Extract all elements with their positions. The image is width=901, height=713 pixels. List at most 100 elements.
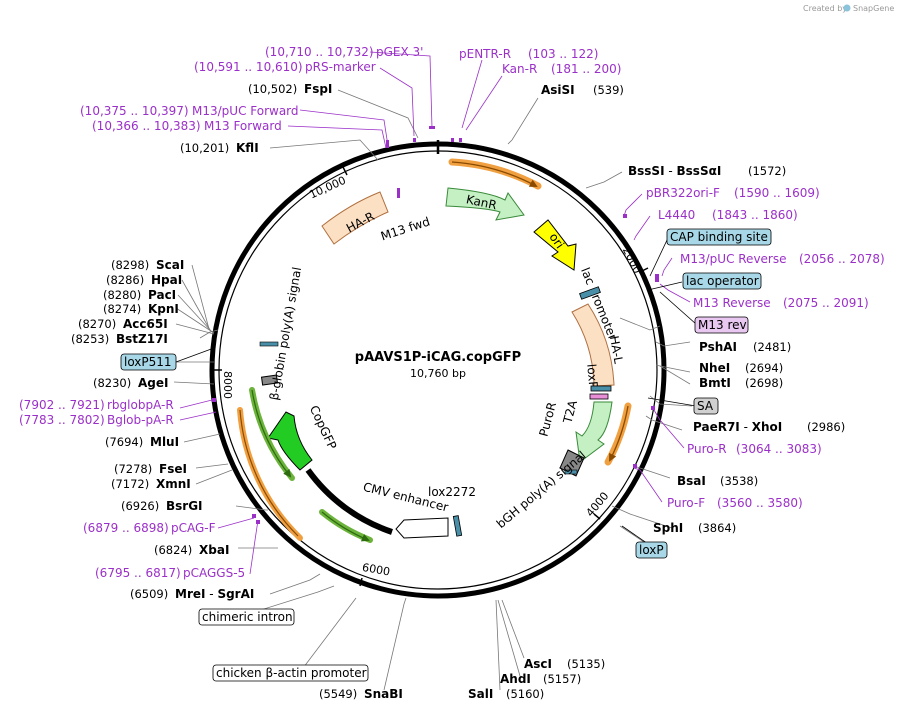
primer-m13-puc-reverse[interactable]: M13/pUC Reverse (2056 .. 2078) xyxy=(680,252,885,266)
svg-text:(10,375 .. 10,397): (10,375 .. 10,397) xyxy=(80,104,189,118)
primer-m13-reverse[interactable]: M13 Reverse (2075 .. 2091) xyxy=(693,296,869,310)
primer-kan-r[interactable]: Kan-R (181 .. 200) xyxy=(502,62,621,76)
svg-text:(2481): (2481) xyxy=(753,340,791,354)
svg-text:chicken β-actin promoter: chicken β-actin promoter xyxy=(216,666,367,680)
site-acc65i[interactable]: (8270) Acc65I xyxy=(78,317,168,331)
feature-green-arc-bottom xyxy=(319,509,373,543)
svg-text:pENTR-R: pENTR-R xyxy=(459,47,511,61)
svg-text:(10,201): (10,201) xyxy=(180,141,229,155)
site-ahdi[interactable]: AhdI (5157) xyxy=(500,672,581,686)
primer-pcaggs-5[interactable]: (6795 .. 6817) pCAGGS-5 xyxy=(95,566,245,580)
svg-text:BsaI: BsaI xyxy=(677,474,706,488)
svg-text:(2075 .. 2091): (2075 .. 2091) xyxy=(783,296,869,310)
svg-text:(5135): (5135) xyxy=(567,657,605,671)
site-bmti[interactable]: BmtI (2698) xyxy=(699,376,783,390)
box-cap-binding-site[interactable]: CAP binding site xyxy=(666,228,772,246)
primer-prs-marker[interactable]: (10,591 .. 10,610) pRS-marker xyxy=(194,60,376,74)
svg-text:pCAGGS-5: pCAGGS-5 xyxy=(183,566,245,580)
svg-text:rbglobpA-R: rbglobpA-R xyxy=(107,398,174,412)
svg-text:(2056 .. 2078): (2056 .. 2078) xyxy=(799,252,885,266)
site-scai[interactable]: (8298) ScaI xyxy=(111,258,184,272)
site-sali[interactable]: SalI (5160) xyxy=(468,687,544,701)
svg-text:(6509): (6509) xyxy=(130,587,168,601)
svg-text:(6824): (6824) xyxy=(154,543,192,557)
primer-pcag-f[interactable]: (6879 .. 6898) pCAG-F xyxy=(83,521,216,535)
primer-pgex-3[interactable]: (10,710 .. 10,732) pGEX 3' xyxy=(265,45,423,59)
svg-text:PshAI: PshAI xyxy=(699,340,737,354)
site-agei[interactable]: (8230) AgeI xyxy=(93,376,168,390)
box-chicken-beta-actin-promoter[interactable]: chicken β-actin promoter xyxy=(212,664,369,682)
primer-pbr322ori-f[interactable]: pBR322ori-F (1590 .. 1609) xyxy=(646,186,820,200)
site-fsei[interactable]: (7278) FseI xyxy=(114,462,187,476)
site-pshai[interactable]: PshAI (2481) xyxy=(699,340,791,354)
site-mlui[interactable]: (7694) MluI xyxy=(105,435,179,449)
svg-text:SnaBI: SnaBI xyxy=(364,687,403,701)
svg-text:(7783 .. 7802): (7783 .. 7802) xyxy=(19,413,105,427)
site-kpni[interactable]: (8274) KpnI xyxy=(103,302,179,316)
primer-l4440[interactable]: L4440 (1843 .. 1860) xyxy=(658,208,798,222)
svg-text:lac operator: lac operator xyxy=(686,274,759,288)
site-sphi[interactable]: SphI (3864) xyxy=(653,521,736,535)
site-asci[interactable]: AscI (5135) xyxy=(524,657,605,671)
site-bstz17i[interactable]: (8253) BstZ17I xyxy=(71,332,168,346)
site-asisi[interactable]: AsiSI (539) xyxy=(541,83,624,97)
tick-6000: 6000 xyxy=(359,561,391,587)
svg-text:SnapGene: SnapGene xyxy=(853,4,894,13)
svg-text:BssSI - BssSαI: BssSI - BssSαI xyxy=(628,164,721,178)
svg-text:XmnI: XmnI xyxy=(156,477,191,491)
svg-text:(2694): (2694) xyxy=(745,361,783,375)
svg-text:loxP511: loxP511 xyxy=(124,355,172,369)
svg-text:Kan-R: Kan-R xyxy=(502,62,537,76)
svg-text:FseI: FseI xyxy=(159,462,187,476)
svg-text:(8270): (8270) xyxy=(78,317,116,331)
site-bsrgi[interactable]: (6926) BsrGI xyxy=(121,499,203,513)
svg-text:PacI: PacI xyxy=(148,288,176,302)
site-fspi[interactable]: (10,502) FspI xyxy=(248,82,332,96)
site-kfli[interactable]: (10,201) KflI xyxy=(180,141,259,155)
feature-lox2272: lox2272 xyxy=(428,485,476,537)
primer-m13-puc-forward[interactable]: (10,375 .. 10,397) M13/pUC Forward xyxy=(80,104,299,118)
box-lac-operator[interactable]: lac operator xyxy=(682,272,762,290)
site-bsssi[interactable]: BssSI - BssSαI (1572) xyxy=(628,164,786,178)
box-sa[interactable]: SA xyxy=(693,397,719,415)
primer-pentr-r[interactable]: pENTR-R (103 .. 122) xyxy=(459,47,598,61)
svg-text:4000: 4000 xyxy=(583,490,611,520)
svg-text:6000: 6000 xyxy=(361,561,391,579)
svg-text:(5160): (5160) xyxy=(506,687,544,701)
svg-text:(539): (539) xyxy=(593,83,624,97)
box-m13-rev[interactable]: M13 rev xyxy=(694,316,749,334)
site-snabi[interactable]: (5549) SnaBI xyxy=(319,687,403,701)
svg-text:FspI: FspI xyxy=(304,82,332,96)
svg-text:loxP: loxP xyxy=(584,363,600,389)
site-nhei[interactable]: NheI (2694) xyxy=(699,361,783,375)
site-xbai[interactable]: (6824) XbaI xyxy=(154,543,229,557)
box-loxp511[interactable]: loxP511 xyxy=(120,353,177,371)
site-hpai[interactable]: (8286) HpaI xyxy=(106,273,182,287)
primer-puro-f[interactable]: Puro-F (3560 .. 3580) xyxy=(667,496,803,510)
svg-text:MluI: MluI xyxy=(150,435,179,449)
primer-rbglobpa-r[interactable]: (7902 .. 7921) rbglobpA-R xyxy=(19,398,174,412)
primer-m13-forward[interactable]: (10,366 .. 10,383) M13 Forward xyxy=(92,119,282,133)
box-loxp[interactable]: loxP xyxy=(635,541,668,559)
svg-text:Bglob-pA-R: Bglob-pA-R xyxy=(107,413,174,427)
svg-text:(3538): (3538) xyxy=(720,474,758,488)
feature-ori: ori xyxy=(533,219,577,271)
site-bsai[interactable]: BsaI (3538) xyxy=(677,474,758,488)
svg-text:(8274): (8274) xyxy=(103,302,141,316)
svg-text:M13 Reverse: M13 Reverse xyxy=(693,296,771,310)
primer-bglob-pa-r[interactable]: (7783 .. 7802) Bglob-pA-R xyxy=(19,413,174,427)
feature-ha-r: HA-R M13 fwd xyxy=(321,188,432,245)
site-xmni[interactable]: (7172) XmnI xyxy=(111,477,191,491)
box-chimeric-intron[interactable]: chimeric intron xyxy=(198,608,295,626)
svg-text:pRS-marker: pRS-marker xyxy=(305,60,376,74)
svg-text:(7902 .. 7921): (7902 .. 7921) xyxy=(19,398,105,412)
svg-text:(8253): (8253) xyxy=(71,332,109,346)
primer-puro-r[interactable]: Puro-R (3064 .. 3083) xyxy=(687,442,822,456)
site-paci[interactable]: (8280) PacI xyxy=(103,288,176,302)
primer-markers xyxy=(212,126,659,524)
leader-lines xyxy=(173,89,693,691)
svg-text:(2986): (2986) xyxy=(807,420,845,434)
site-paer7i[interactable]: PaeR7I - XhoI (2986) xyxy=(693,420,845,434)
svg-text:(6795 .. 6817): (6795 .. 6817) xyxy=(95,566,181,580)
site-mrei[interactable]: (6509) MreI - SgrAI xyxy=(130,587,254,601)
